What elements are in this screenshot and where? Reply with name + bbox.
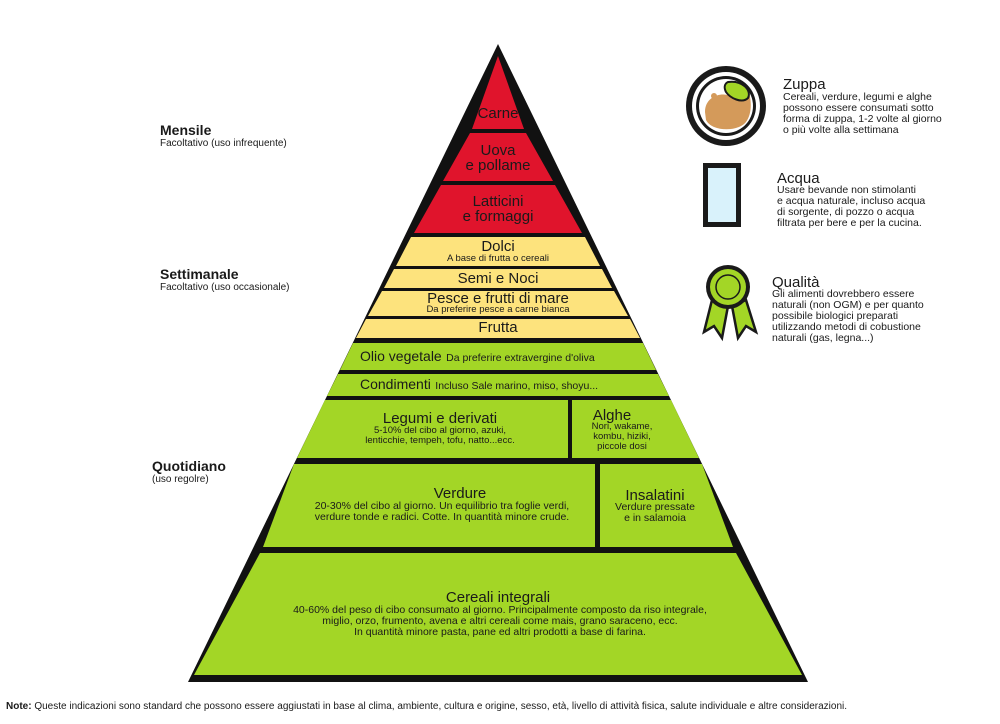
tier-cereali-sub-2: miglio, orzo, frumento, avena e altri ce…: [322, 615, 678, 627]
legend-acqua-line: di sorgente, di pozzo o acqua: [777, 206, 915, 219]
tier-verdure-sub-1: 20-30% del cibo al giorno. Un equilibrio…: [314, 500, 570, 512]
legend-acqua-title: Acqua: [777, 170, 820, 187]
tier-alghe-sub-1: Nori, wakame,: [591, 421, 653, 432]
tier-condimenti-sub: Incluso Sale marino, miso, shoyu...: [435, 380, 599, 392]
tier-pesce-label: Pesce e frutti di mare: [427, 290, 569, 307]
tier-uova-label-2: e pollame: [465, 157, 531, 174]
legend-qualita-line: possibile biologici preparati: [772, 310, 899, 323]
tier-verdure-sub-2: verdure tonde e radici. Cotte. In quanti…: [314, 511, 570, 523]
tier-pesce-sub: Da preferire pesce a carne bianca: [426, 304, 570, 315]
tier-olio: [340, 343, 656, 370]
tier-cereali-sub-3: In quantità minore pasta, pane ed altri …: [354, 626, 646, 638]
tier-latticini: [414, 185, 582, 233]
level-weekly-title: Settimanale: [160, 266, 239, 282]
legend-zuppa-line: Cereali, verdure, legumi e alghe: [783, 91, 932, 103]
tier-condimenti: [327, 374, 669, 396]
tier-cereali: [194, 553, 802, 675]
tier-insalatini-sub-2: e in salamoia: [624, 512, 686, 524]
level-monthly-sub: Facoltativo (uso infrequente): [160, 138, 287, 149]
tier-condimenti-label: Condimenti: [360, 376, 431, 392]
legend-zuppa-text: Cereali, verdure, legumi e alghe possono…: [783, 91, 983, 137]
legend-acqua-text: Usare bevande non stimolanti e acqua nat…: [777, 184, 977, 230]
footnote-label: Note:: [6, 701, 32, 712]
level-weekly-sub: Facoltativo (uso occasionale): [160, 282, 290, 293]
legend-zuppa-line: possono essere consumati sotto: [783, 102, 934, 115]
tier-uova-label-1: Uova: [480, 142, 516, 159]
tier-dolci-label: Dolci: [481, 238, 515, 255]
tier-legumi: [297, 400, 568, 458]
tier-semi-label: Semi e Noci: [457, 270, 539, 287]
tier-condimenti-row: Condimenti Incluso Sale marino, miso, sh…: [360, 377, 598, 393]
legend-qualita-line: naturali (gas, legna...): [772, 332, 874, 345]
legend-qualita-line: utilizzando metodi di cobustione: [772, 321, 921, 334]
tier-alghe-sub-2: kombu, hiziki,: [593, 431, 651, 442]
tier-alghe-label: Alghe: [592, 407, 632, 424]
tier-verdure: [263, 464, 595, 547]
tier-insalatini: [600, 464, 733, 547]
tier-latticini-label-1: Latticini: [472, 193, 524, 210]
tier-dolci-sub: A base di frutta o cereali: [447, 253, 549, 264]
tier-legumi-label: Legumi e derivati: [382, 410, 498, 427]
tier-alghe-sub-3: piccole dosi: [597, 441, 647, 452]
tier-cereali-label: Cereali integrali: [445, 589, 551, 606]
water-glass-icon: [703, 163, 741, 227]
legend-zuppa-line: o più volte alla settimana: [783, 124, 899, 137]
tier-insalatini-sub-1: Verdure pressate: [615, 501, 695, 513]
legend-qualita-text: Gli alimenti dovrebbero essere naturali …: [772, 288, 972, 345]
legend-acqua-line: Usare bevande non stimolanti: [777, 184, 916, 196]
tier-uova: [443, 133, 553, 181]
tier-semi: [384, 269, 612, 288]
level-monthly-title: Mensile: [160, 122, 212, 138]
footnote-text: Queste indicazioni sono standard che pos…: [34, 701, 848, 712]
tier-legumi-sub-2: lenticchie, tempeh, tofu, natto...ecc.: [365, 435, 515, 446]
legend-zuppa-title: Zuppa: [783, 76, 826, 93]
tier-cereali-sub-1: 40-60% del peso di cibo consumato al gio…: [293, 604, 707, 616]
legend-qualita-line: naturali (non OGM) e per quanto: [772, 299, 924, 312]
legend-qualita-line: Gli alimenti dovrebbero essere: [772, 288, 915, 300]
tier-insalatini-label: Insalatini: [625, 487, 685, 504]
tier-pesce: [368, 291, 628, 316]
tier-carne: [472, 56, 524, 129]
tier-olio-row: Olio vegetale Da preferire extravergine …: [360, 349, 595, 365]
tier-olio-label: Olio vegetale: [360, 348, 442, 364]
level-daily-title: Quotidiano: [152, 458, 226, 474]
soup-bowl-icon: [686, 66, 766, 146]
tier-verdure-label: Verdure: [433, 485, 487, 502]
legend-acqua-line: filtrata per bere e per la cucina.: [777, 217, 922, 230]
tier-alghe: [572, 400, 699, 458]
tier-frutta: [356, 319, 640, 338]
legend-qualita-title: Qualità: [772, 274, 820, 291]
tier-dolci: [396, 237, 600, 266]
tier-olio-sub: Da preferire extravergine d'oliva: [446, 352, 595, 364]
tier-legumi-sub-1: 5-10% del cibo al giorno, azuki,: [373, 425, 507, 436]
legend-acqua-line: e acqua naturale, incluso acqua: [777, 195, 926, 208]
level-daily-sub: (uso regolre): [152, 474, 209, 485]
legend-zuppa-line: forma di zuppa, 1-2 volte al giorno: [783, 113, 942, 126]
footnote: Note: Queste indicazioni sono standard c…: [6, 701, 847, 712]
quality-ribbon-icon: [702, 265, 759, 342]
tier-latticini-label-2: e formaggi: [462, 208, 534, 225]
tier-frutta-label: Frutta: [478, 319, 518, 336]
tier-carne-label: Carne: [477, 105, 519, 122]
